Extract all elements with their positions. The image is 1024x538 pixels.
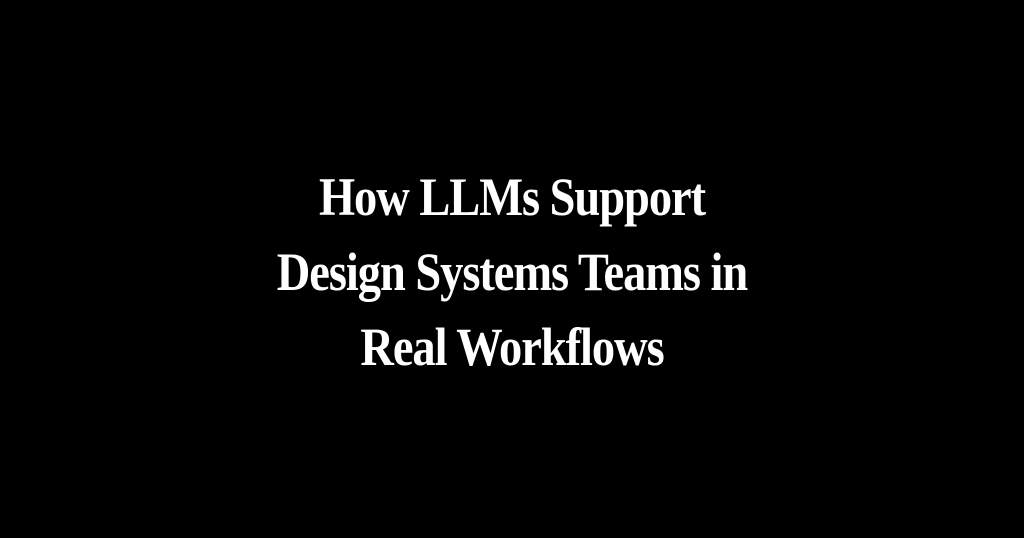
headline-line-3: Real Workflows — [360, 317, 664, 377]
headline: How LLMs Support Design Systems Teams in… — [72, 160, 953, 385]
headline-line-2: Design Systems Teams in — [276, 242, 748, 302]
headline-line-1: How LLMs Support — [318, 167, 706, 227]
